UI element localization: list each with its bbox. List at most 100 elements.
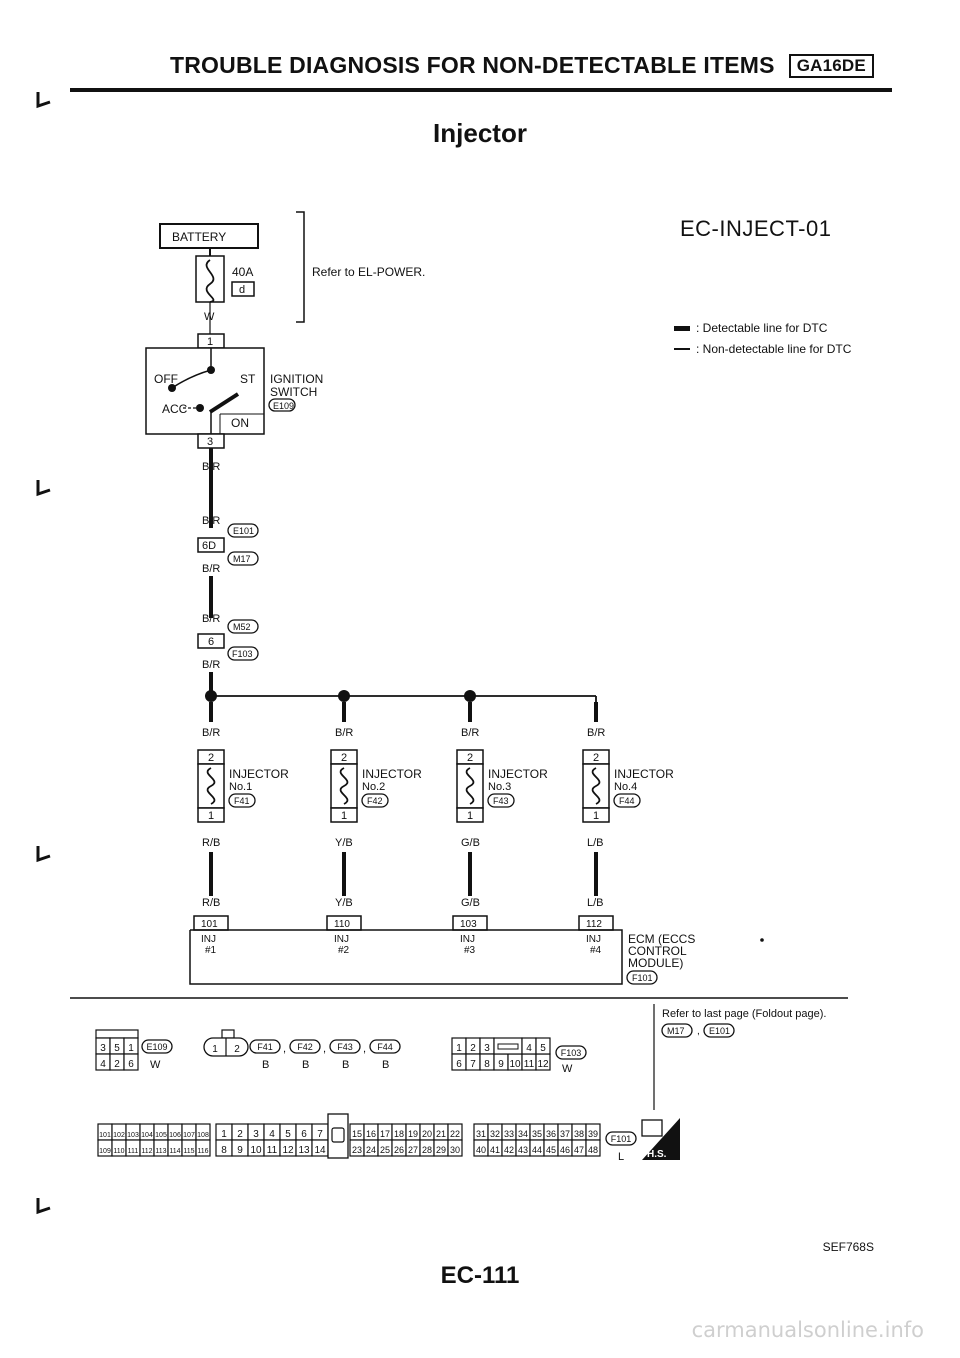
engine-badge: GA16DE: [788, 54, 874, 78]
inj4-no: No.4: [614, 781, 637, 793]
f101-g3-pin: 28: [422, 1145, 432, 1155]
harness-side-icon: [641, 1119, 663, 1137]
inj-conn-0-badge: [249, 1039, 281, 1054]
page-number: EC-111: [440, 1262, 520, 1289]
wire-br-5: B/R: [202, 659, 220, 671]
hs-label: H.S.: [647, 1149, 667, 1160]
f101-g1-pin: 102: [113, 1132, 125, 1139]
f101-g1-pin: 113: [155, 1148, 166, 1155]
legend: : Detectable line for DTC : Non-detectab…: [674, 321, 852, 356]
f101-g2-pin: 5: [285, 1129, 291, 1140]
inj1-name: INJECTOR: [229, 767, 289, 781]
injector-columns: B/R 2 1 INJECTOR No.1 F41 R/B R/B 101 IN…: [193, 702, 674, 956]
inj3-wire-out: G/B: [461, 837, 480, 849]
f101-g4-pin: 47: [574, 1145, 584, 1155]
f101-g3-pin: 15: [352, 1129, 362, 1139]
e109-pin: 6: [128, 1059, 134, 1070]
ign-pos-off: OFF: [154, 372, 178, 386]
joint1-conn-top: E101: [233, 526, 254, 536]
f103-id: F103: [561, 1048, 582, 1058]
f101-g1-pin: 110: [113, 1148, 124, 1155]
f101-g1-pin: 116: [197, 1148, 208, 1155]
injector-1: B/R 2 1 INJECTOR No.1 F41 R/B R/B 101 IN…: [193, 702, 289, 956]
f101-g4-pin: 35: [532, 1129, 542, 1139]
f103-pin: 8: [484, 1059, 490, 1070]
inj3-wire-in: B/R: [461, 727, 479, 739]
fuse-amperage: 40A: [232, 265, 253, 279]
inj3-ecm-num: #3: [464, 945, 476, 956]
switch-contact-arm: [208, 392, 240, 414]
injector-2: B/R 2 1 INJECTOR No.2 F42 Y/B Y/B 110 IN…: [326, 702, 422, 956]
inj3-connector: F43: [493, 796, 509, 806]
f101-g2-pin: 9: [237, 1145, 243, 1156]
f101-g1-pin: 107: [183, 1132, 195, 1139]
f101-g2-pin: 3: [253, 1129, 259, 1140]
f101-latch-icon: [331, 1127, 345, 1143]
battery-block: BATTERY 40A d W Refer to EL-POWER.: [159, 211, 425, 334]
inj4-pin-top: 2: [593, 752, 599, 764]
f101-g4-pin: 48: [588, 1145, 598, 1155]
injector-bus: [205, 690, 597, 720]
f101-g1-pin: 114: [169, 1148, 180, 1155]
inj2-ecm-label: INJ: [334, 934, 349, 945]
f41-pin: 1: [212, 1044, 218, 1055]
f101-badge: [605, 1131, 637, 1146]
inj1-coil-icon: [206, 767, 216, 805]
f101-g2-pin: 2: [237, 1129, 243, 1140]
fuse-id: d: [239, 284, 245, 296]
legend-detectable: : Detectable line for DTC: [696, 321, 828, 335]
ecm-connector: F101: [632, 973, 653, 983]
ign-pin-out: 3: [207, 436, 213, 448]
f103-badge: [555, 1045, 587, 1060]
inj-conn-sep: ,: [323, 1043, 326, 1055]
ecm-line1: ECM (ECCS: [628, 932, 695, 946]
joint2-conn-top: M52: [233, 622, 251, 632]
f101-g1-pin: 112: [141, 1148, 152, 1155]
inj-conn-1-badge: [289, 1039, 321, 1054]
inj1-wire-ecm: R/B: [202, 897, 220, 909]
power-reference: Refer to EL-POWER.: [312, 265, 425, 279]
ecm-line2: CONTROL: [628, 944, 687, 958]
f101-g3-pin: 30: [450, 1145, 460, 1155]
inj-conn-1-id: F42: [297, 1042, 313, 1052]
e109-id: E109: [146, 1042, 167, 1052]
ign-pos-on: ON: [231, 416, 249, 430]
f101-g2-pin: 4: [269, 1129, 275, 1140]
injector-3: B/R 2 1 INJECTOR No.3 F43 G/B G/B 103 IN…: [452, 702, 548, 956]
f103-pin: 6: [456, 1059, 462, 1070]
hs-icon: H.S.: [641, 1118, 680, 1160]
f101-g3-pin: 16: [366, 1129, 376, 1139]
f101-g3-pin: 18: [394, 1129, 404, 1139]
f101-g4-pin: 41: [490, 1145, 500, 1155]
f101-g3-pin: 25: [380, 1145, 390, 1155]
f101-g1-pin: 115: [183, 1148, 194, 1155]
f103-pin: 1: [456, 1043, 462, 1054]
inj4-ecm-pin: 112: [586, 919, 602, 930]
f101-g4-cell: [585, 1139, 601, 1157]
joint2-pin: 6: [208, 636, 214, 648]
f103-cell: [535, 1037, 551, 1055]
wire-br-4: B/R: [202, 613, 220, 625]
ign-pos-st: ST: [240, 372, 256, 386]
inj-conn-0-id: F41: [257, 1042, 273, 1052]
e109-pin: 1: [128, 1043, 134, 1054]
ign-pos-acc: ACC: [162, 402, 188, 416]
e109-pin: 2: [114, 1059, 120, 1070]
inj-conn-color: B: [342, 1059, 349, 1071]
e109-color: W: [150, 1059, 161, 1071]
section-title: Injector: [433, 118, 527, 148]
f41-pin: 2: [234, 1044, 240, 1055]
f101-g4-pin: 33: [504, 1129, 514, 1139]
diagram-id: EC-INJECT-01: [680, 216, 832, 241]
f101-g1-pin: 109: [99, 1148, 111, 1155]
main-feed: B/R B/R 6D E101 M17 B/R B/R 6 M52 F103 B…: [197, 448, 259, 694]
inj4-name: INJECTOR: [614, 767, 674, 781]
f101-g2-pin: 7: [317, 1129, 323, 1140]
f101-g2-pin: 8: [221, 1145, 227, 1156]
f101-color: L: [618, 1151, 624, 1163]
ign-name-2: SWITCH: [270, 385, 317, 399]
f101-g2-pin: 1: [221, 1129, 227, 1140]
f101-g4-pin: 40: [476, 1145, 486, 1155]
